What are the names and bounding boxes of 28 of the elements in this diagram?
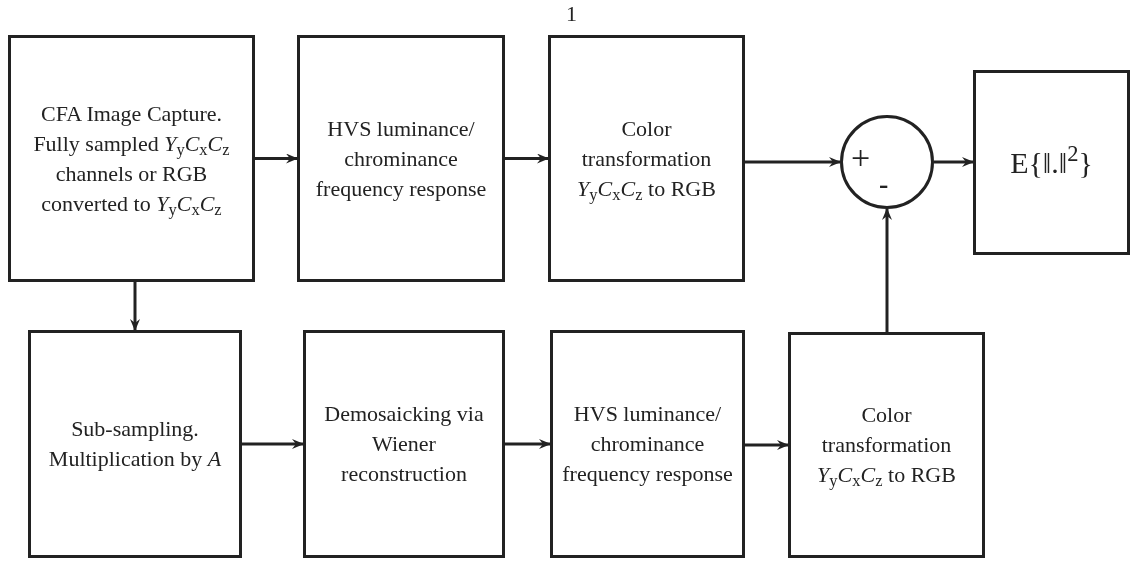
box-text: E{‖.‖$^{2}$} <box>1010 144 1093 181</box>
arrow <box>745 440 789 450</box>
arrow <box>242 439 304 449</box>
box-text: HVS luminance/ chrominance frequency response <box>561 400 734 488</box>
process-box <box>303 330 505 558</box>
process-box <box>548 35 745 282</box>
arrow <box>505 153 549 164</box>
minus-sign: - <box>879 170 889 198</box>
process-box <box>28 330 242 558</box>
arrow <box>255 153 298 164</box>
process-box <box>973 70 1130 255</box>
arrow <box>934 157 974 167</box>
box-text: Color transformation Y$_{y}$C$_{x}$C$_{z}$ to RGB <box>576 114 717 204</box>
process-box <box>297 35 505 282</box>
box-text: HVS luminance/ chrominance frequency response <box>314 114 488 203</box>
plus-sign: + <box>851 140 871 176</box>
process-box <box>8 35 255 282</box>
arrow <box>130 282 140 331</box>
arrow <box>745 157 841 167</box>
box-text: Color transformation Y$_{y}$C$_{x}$C$_{z}$ to RGB <box>816 401 957 490</box>
box-text: CFA Image Capture. Fully sampled Y$_{y}$C$_{x}$C$_{z}$ channels or RGB converted to Y$_{y}$C$_{x}$C$_{z}$ <box>32 99 231 219</box>
arrow <box>505 439 551 449</box>
box-text: Sub-sampling. Multiplication by A <box>47 415 223 473</box>
arrow <box>882 208 892 332</box>
process-box <box>550 330 745 558</box>
box-text: Demosaicking via Wiener reconstruction <box>323 400 485 488</box>
process-box <box>788 332 985 558</box>
page-number: 1 <box>566 0 577 28</box>
